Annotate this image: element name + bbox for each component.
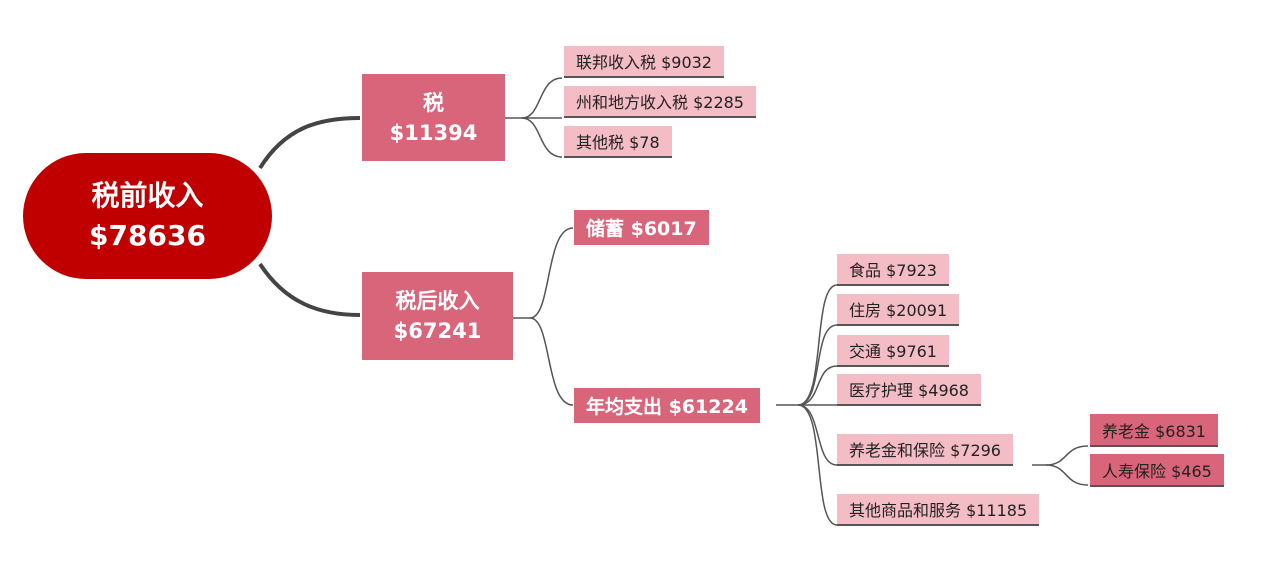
savings-node: 储蓄 $6017 [574, 210, 709, 245]
spending-item-pension-insurance: 养老金和保险 $7296 [837, 434, 1013, 466]
spending-item-healthcare: 医疗护理 $4968 [837, 374, 981, 406]
connector-tax-children [505, 77, 563, 158]
spending-item-food: 食品 $7923 [837, 254, 949, 286]
spending-item-housing: 住房 $20091 [837, 294, 960, 326]
tax-item-state-local: 州和地方收入税 $2285 [564, 86, 756, 118]
after-tax-title: 税后收入 [395, 289, 480, 313]
connector-spending-children [776, 284, 838, 526]
tax-amount: $11394 [389, 120, 478, 145]
after-tax-amount: $67241 [393, 319, 482, 343]
connector-root-tax [258, 116, 361, 170]
tax-item-federal: 联邦收入税 $9032 [564, 46, 724, 78]
tax-title: 税 [423, 90, 444, 115]
root-node-pretax-income: 税前收入 $78636 [23, 153, 272, 279]
pension-item-life-insurance: 人寿保险 $465 [1090, 454, 1224, 487]
spending-item-other-goods-services: 其他商品和服务 $11185 [837, 494, 1040, 526]
connector-pension-children [1032, 445, 1089, 486]
connector-root-after-tax [258, 262, 361, 317]
connector-after-tax-children [512, 227, 574, 406]
tax-item-other: 其他税 $78 [564, 126, 672, 158]
tax-node: 税 $11394 [362, 74, 505, 161]
spending-node: 年均支出 $61224 [574, 388, 760, 423]
root-title: 税前收入 [91, 179, 204, 212]
spending-item-transport: 交通 $9761 [837, 335, 949, 367]
root-amount: $78636 [89, 219, 206, 252]
after-tax-node: 税后收入 $67241 [362, 272, 513, 360]
pension-item-pension: 养老金 $6831 [1090, 414, 1218, 447]
